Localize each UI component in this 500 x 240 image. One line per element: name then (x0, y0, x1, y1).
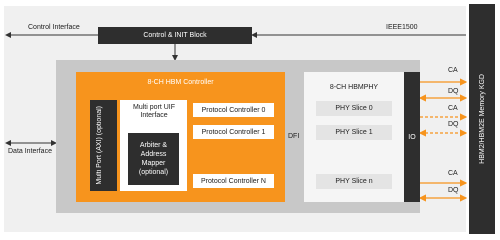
arbiter-label: Arbiter & Address Mapper (optional) (138, 142, 169, 176)
data-interface-label: Data Interface (8, 148, 52, 155)
protocol-controller-0: Protocol Controller 0 (193, 103, 274, 117)
multi-port-axi-block: Multi Port (AXI) (optional) (90, 100, 117, 191)
phy-slice-0: PHY Slice 0 (316, 101, 392, 116)
control-init-block: Control & INIT Block (98, 27, 252, 44)
phy-slice-n: PHY Slice n (316, 174, 392, 189)
hbmphy-title: 8-CH HBMPHY (329, 84, 379, 91)
phy-slice-0-label: PHY Slice 0 (335, 105, 373, 112)
protocol-controller-n: Protocol Controller N (193, 174, 274, 188)
multi-port-axi-label: Multi Port (AXI) (optional) (95, 106, 103, 185)
io-block: IO (404, 72, 420, 202)
protocol-controller-n-label: Protocol Controller N (201, 177, 266, 185)
multi-port-uif-label: Multi port UIF Interface (132, 104, 175, 119)
dq-label-2: DQ (448, 121, 459, 128)
hbm-controller-title: 8-CH HBM Controller (147, 79, 214, 86)
ca-label-1: CA (448, 67, 458, 74)
ca-label-2: CA (448, 105, 458, 112)
ca-label-3: CA (448, 170, 458, 177)
protocol-controller-1: Protocol Controller 1 (193, 125, 274, 139)
dq-label-1: DQ (448, 88, 459, 95)
control-interface-label: Control Interface (28, 24, 80, 31)
memory-kgd-label: HBM2/HBM2E Memory KGD (478, 74, 486, 164)
memory-kgd-block: HBM2/HBM2E Memory KGD (469, 4, 495, 234)
ieee1500-label: IEEE1500 (386, 24, 418, 31)
dq-label-3: DQ (448, 187, 459, 194)
io-label: IO (408, 133, 416, 141)
control-init-label: Control & INIT Block (143, 32, 207, 39)
phy-slice-1-label: PHY Slice 1 (335, 129, 373, 136)
arbiter-block: Arbiter & Address Mapper (optional) (128, 133, 179, 185)
phy-slice-n-label: PHY Slice n (335, 178, 373, 185)
protocol-controller-1-label: Protocol Controller 1 (201, 128, 266, 136)
protocol-controller-0-label: Protocol Controller 0 (201, 106, 266, 114)
phy-slice-1: PHY Slice 1 (316, 125, 392, 140)
dfi-label: DFI (288, 133, 300, 140)
